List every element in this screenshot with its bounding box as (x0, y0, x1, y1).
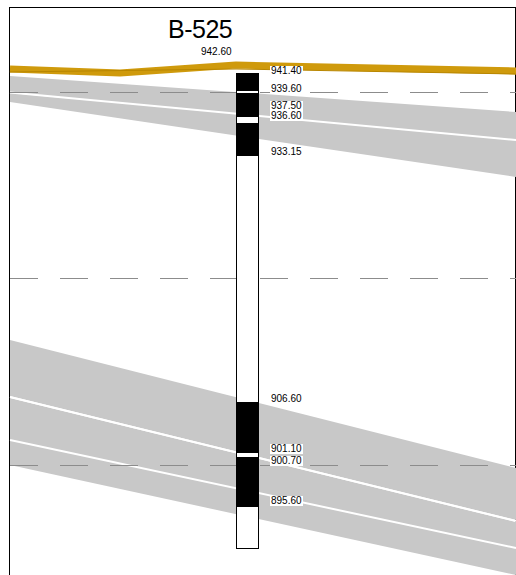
core-interval (237, 457, 258, 507)
depth-elevation: 900.70 (270, 456, 303, 466)
grid-line (10, 465, 516, 466)
depth-elevation: 937.50 (270, 101, 303, 111)
depth-elevation: 936.60 (270, 111, 303, 121)
grid-line (10, 92, 516, 93)
grid-line (10, 278, 516, 279)
ground-surface (10, 69, 516, 74)
frame-line (9, 7, 10, 575)
frame-line (10, 7, 516, 8)
core-interval (237, 123, 258, 156)
depth-elevation: 933.15 (270, 147, 303, 157)
ground-surface (10, 65, 516, 73)
borehole-column (237, 74, 259, 549)
borehole-id: B-525 (168, 17, 232, 42)
depth-elevation: 901.10 (270, 444, 303, 454)
depth-elevation: 895.60 (270, 496, 303, 506)
depth-elevation: 939.60 (270, 84, 303, 94)
depth-elevation: 906.60 (270, 394, 303, 404)
band-boundary (10, 93, 516, 141)
core-interval (237, 93, 258, 117)
core-interval (237, 402, 258, 453)
core-interval (237, 74, 258, 91)
band-boundary (10, 397, 516, 521)
stratum-band (10, 398, 516, 575)
depth-elevation: 941.40 (270, 66, 303, 76)
ground-elevation: 942.60 (200, 47, 233, 57)
stratum-band (10, 93, 516, 177)
band-boundary (10, 440, 516, 548)
